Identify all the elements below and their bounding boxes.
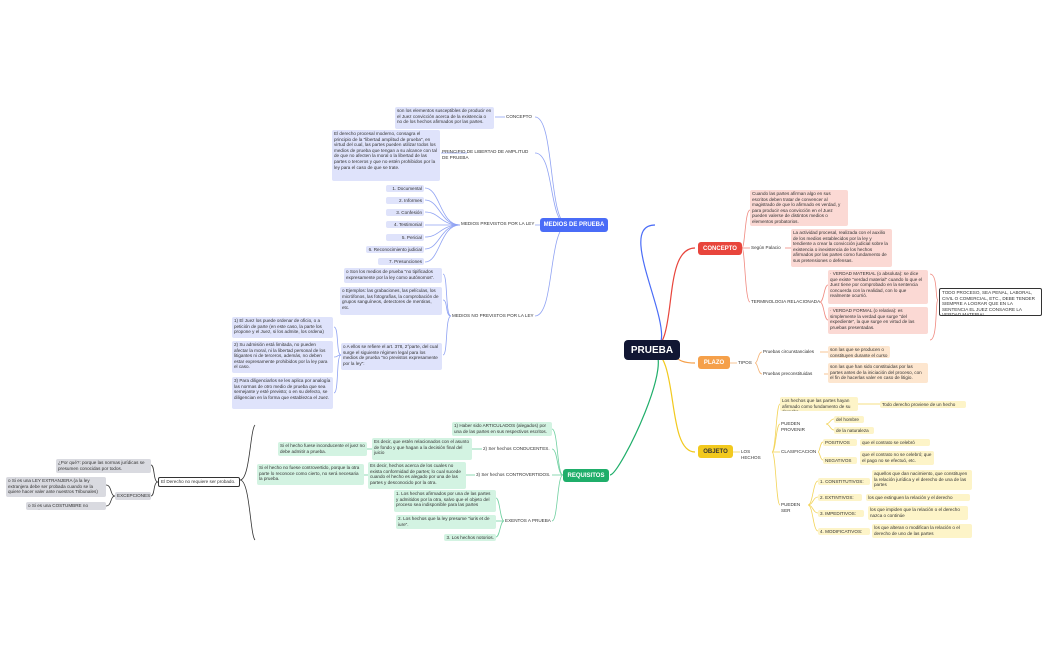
pueden-ser-label[interactable]: PUEDEN SER	[781, 502, 801, 513]
exento-1: 1. Los hechos afirmados por una de las p…	[394, 490, 496, 512]
todo-derecho-text: Todo derecho proviene de un hecho	[880, 401, 966, 408]
exento-3: 3. Los hechos notorios.	[444, 534, 496, 541]
medios-principio-text: El derecho procesal moderno, consagra el…	[332, 130, 440, 181]
requisito-3-label[interactable]: 3) Ser hechos CONTROVERTIDOS.	[476, 472, 551, 477]
previstos-item-4[interactable]: 4. Testimonial	[386, 221, 424, 228]
root-node[interactable]: PRUEBA	[624, 340, 680, 360]
requisito-2-note: Si el hecho fuese inconducente el juez n…	[278, 442, 367, 456]
modificativos-label[interactable]: 4. MODIFICATIVOS:	[818, 528, 870, 535]
impeditivos-text: los que impiden que la relación o el der…	[868, 506, 968, 520]
plazo-node[interactable]: PLAZO	[698, 356, 730, 369]
edges-requisitos	[364, 428, 564, 538]
medios-concepto-label[interactable]: CONCEPTO	[506, 114, 532, 119]
terminologia-label[interactable]: TERMINOLOGIA RELACIONADA	[751, 299, 821, 304]
medios-principio-label[interactable]: PRINCIPIO DE LIBERTAD DE AMPLITUD DE PRU…	[442, 149, 529, 160]
edges-plazo	[730, 351, 828, 375]
medios-previstos-label[interactable]: MEDIOS PREVISTOS POR LA LEY	[461, 221, 535, 226]
tipos-label[interactable]: TIPOS	[738, 360, 752, 365]
no-previstos-b: o Ejemplos: las grabaciones, las películ…	[340, 287, 442, 315]
objeto-node[interactable]: OBJETO	[698, 445, 733, 458]
no-previstos-c1: 1) El Juez los puede ordenar de oficio, …	[232, 317, 333, 338]
edges-derecho	[105, 424, 256, 541]
requisito-2-label[interactable]: 2) Ser hechos CONDUCENTES.	[483, 446, 550, 451]
edge-root-requisitos	[609, 349, 659, 476]
edge-root-medios	[640, 224, 663, 351]
del-hombre-text: del hombre	[834, 416, 864, 423]
impeditivos-label[interactable]: 3. IMPEDITIVOS:	[818, 510, 864, 517]
pruebas-preconstituidas-label[interactable]: Pruebas preconstituidas	[763, 371, 813, 376]
edge-root-concepto	[649, 247, 696, 351]
verdad-material-text: · VERDAD MATERIAL (o absoluta): se dice …	[828, 270, 928, 304]
exentos-label[interactable]: EXENTOS A PRUEBA	[505, 518, 551, 523]
previstos-item-6[interactable]: 6. Reconocimiento judicial	[366, 246, 424, 253]
pruebas-circunstanciales-label[interactable]: Pruebas circunstanciales	[763, 349, 815, 354]
edges-objeto	[733, 403, 880, 532]
previstos-item-1[interactable]: 1. Documental	[386, 185, 424, 192]
requisito-3-text: Es decir, hechos acerca de los cuales no…	[368, 462, 466, 489]
no-previstos-c3: 3) Para diligenciarlos se les aplica por…	[232, 377, 333, 409]
excepciones-label[interactable]: EXCEPCIONES	[115, 492, 151, 500]
requisito-3-note: Si el hecho no fuese controvertido, porq…	[257, 464, 364, 485]
edge-root-objeto	[649, 349, 696, 453]
previstos-item-7[interactable]: 7. Presunciones	[378, 258, 424, 265]
pueden-provenir-label[interactable]: PUEDEN PROVENIR	[781, 421, 805, 432]
concepto-text: Cuando las partes afirman algo en sus es…	[750, 190, 848, 226]
excepcion-costumbre: o Si es una COSTUMBRE no notoria.	[26, 502, 106, 510]
positivos-text: que el contrato se celebró	[860, 439, 930, 446]
clasificacion-label[interactable]: CLASIFICACION	[781, 449, 817, 454]
de-la-naturaleza-text: de la naturaleza	[834, 427, 874, 434]
requisito-1[interactable]: 1) Haber sido ARTICULADOS (alegados) por…	[452, 422, 552, 436]
previstos-item-3[interactable]: 3. Confesión	[386, 209, 424, 216]
positivos-label[interactable]: POSITIVOS	[823, 439, 857, 446]
no-previstos-c2: 2) Su admisión está limitada, no pueden …	[232, 341, 333, 373]
exento-2: 2. Los hechos que la ley presume "iuris …	[396, 515, 496, 529]
pruebas-circunstanciales-text: son las que se producen o constituyen du…	[828, 346, 890, 358]
requisito-2-text: Es decir, que estén relacionados con el …	[372, 438, 472, 460]
previstos-item-2[interactable]: 2. Informes	[386, 197, 424, 204]
segun-palacio-text: La actividad procesal, realizada con el …	[791, 229, 892, 267]
hechos-afirmados-text: Los hechos que las partes hayan afirmado…	[780, 397, 858, 411]
medios-node[interactable]: MEDIOS DE PRUEBA	[540, 218, 608, 232]
concepto-node[interactable]: CONCEPTO	[698, 242, 742, 255]
no-previstos-a: o Son los medios de prueba "no tipificad…	[344, 268, 442, 283]
los-hechos-label[interactable]: LOS HECHOS	[741, 449, 761, 460]
modificativos-text: los que alteran o modifican la relación …	[872, 524, 972, 538]
pruebas-preconstituidas-text: son las que han sido constituidas por la…	[828, 363, 928, 383]
constitutivos-text: aquellos que dan nacimiento, que constit…	[872, 470, 972, 490]
extintivos-text: los que extinguen la relación y el derec…	[866, 494, 970, 501]
segun-palacio-label[interactable]: Según Palacio	[751, 245, 781, 250]
verdad-formal-text: · VERDAD FORMAL (o relativa): es simplem…	[828, 307, 928, 334]
negativos-text: que el contrato no se celebró; que el pa…	[860, 451, 934, 465]
derecho-no-requiere-node[interactable]: El Derecho no requiere ser probado.	[158, 477, 240, 487]
extintivos-label[interactable]: 2. EXTINTIVOS:	[818, 494, 862, 501]
previstos-item-5[interactable]: 5. Pericial	[386, 234, 424, 241]
constitutivos-label[interactable]: 1. CONSTITUTIVOS:	[818, 478, 870, 485]
medios-no-previstos-label[interactable]: MEDIOS NO PREVISTOS POR LA LEY	[452, 313, 534, 318]
medios-concepto-text: son los elementos susceptibles de produc…	[395, 107, 494, 129]
por-que-text: ¿Por qué?: porque las normas jurídicas s…	[56, 459, 151, 473]
excepcion-ley-extranjera: o Si es una LEY EXTRANJERA (a la ley ext…	[6, 477, 106, 497]
requisitos-node[interactable]: REQUISITOS	[563, 469, 609, 482]
negativos-label[interactable]: NEGATIVOS	[823, 457, 857, 464]
edges-concepto	[741, 209, 939, 341]
verdad-material-note: TODO PROCESO, SEA PENAL, LABORAL, CIVIL …	[939, 288, 1042, 316]
no-previstos-c: o A ellos se refiere el art. 378, 2°part…	[341, 343, 442, 370]
